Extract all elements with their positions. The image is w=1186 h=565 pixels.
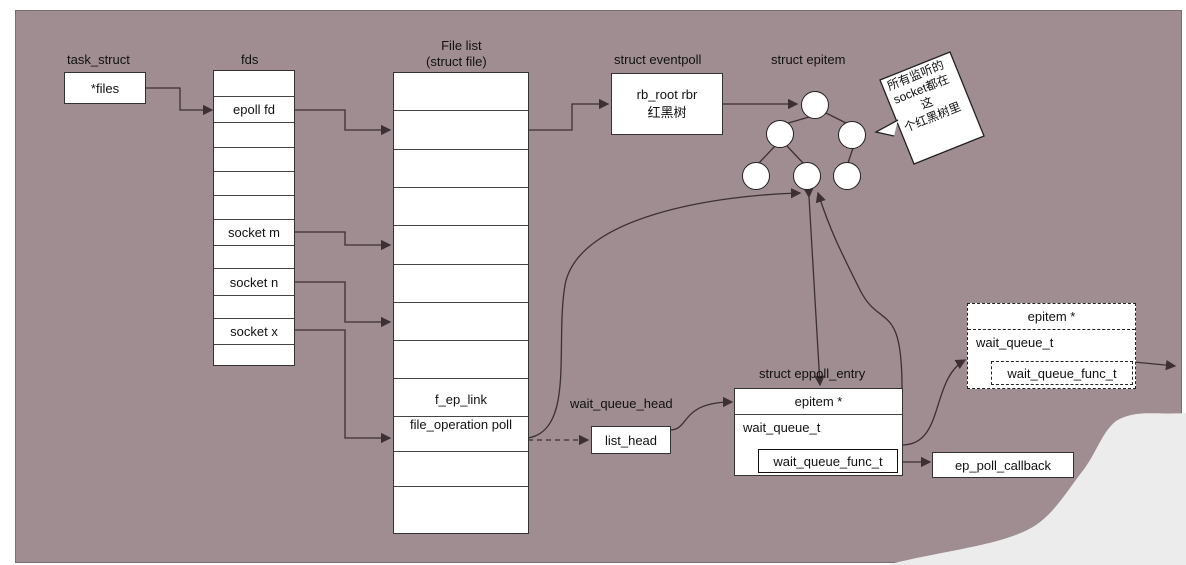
file-operation-poll-label: file_operation poll xyxy=(410,417,512,432)
epitem-tree-title: struct epitem xyxy=(771,52,846,67)
tree-edge xyxy=(786,145,804,164)
arrow-files-to-epollfd xyxy=(145,87,214,116)
fds-row-socket-m: socket m xyxy=(214,220,294,246)
tree-node xyxy=(838,121,866,149)
rbr-label: rb_root rbr xyxy=(636,87,698,102)
eventpoll-box: rb_root rbr 红黑树 xyxy=(611,73,723,135)
epitem-right-label: epitem * xyxy=(1027,309,1076,324)
file-list-title: File list (struct file) xyxy=(426,38,487,70)
epitem-right-wait-queue-row: wait_queue_t xyxy=(968,330,1135,356)
eppoll-wait-queue-row: wait_queue_t xyxy=(735,415,902,441)
eventpoll-title: struct eventpoll xyxy=(614,52,702,67)
rbtree-label: 红黑树 xyxy=(647,105,687,120)
fds-column: epoll fd socket m socket n socket x xyxy=(213,70,295,366)
file-row xyxy=(394,303,528,341)
file-row xyxy=(394,452,528,487)
arrow-eppoll-to-tree xyxy=(815,191,903,389)
eppoll-epitem-label: epitem * xyxy=(794,394,843,409)
fds-row-socket-n: socket n xyxy=(214,269,294,296)
f-ep-link-label: f_ep_link xyxy=(434,392,488,407)
file-row xyxy=(394,150,528,188)
fds-row xyxy=(214,71,294,97)
file-list-column: f_ep_link file_operation poll xyxy=(393,72,529,534)
tree-node xyxy=(742,162,770,190)
fds-row xyxy=(214,196,294,220)
eppoll-wait-queue-label: wait_queue_t xyxy=(743,420,821,435)
file-list-title-line1: File list xyxy=(441,38,482,53)
epoll-fd-label: epoll fd xyxy=(233,102,275,117)
tree-node xyxy=(793,162,821,190)
fds-row xyxy=(214,246,294,269)
file-list-title-line2: (struct file) xyxy=(426,54,487,69)
arrow-listhead-to-eppoll xyxy=(669,396,734,431)
socket-x-label: socket x xyxy=(230,324,278,339)
file-row xyxy=(394,226,528,265)
eppoll-entry-box: epitem * wait_queue_t wait_queue_func_t xyxy=(734,388,903,476)
task-struct-title: task_struct xyxy=(67,52,130,67)
file-row xyxy=(394,487,528,517)
file-row xyxy=(394,341,528,379)
arrow-socketm-to-file xyxy=(294,231,392,251)
wait-queue-head-label: wait_queue_head xyxy=(570,396,673,411)
fds-row xyxy=(214,296,294,319)
arrow-file-to-eventpoll xyxy=(528,98,610,131)
tree-node-root xyxy=(801,91,829,119)
file-row xyxy=(394,111,528,150)
file-row-ep-link: f_ep_link xyxy=(394,379,528,417)
fds-row-socket-x: socket x xyxy=(214,319,294,345)
tree-node xyxy=(833,162,861,190)
fds-row-epoll-fd: epoll fd xyxy=(214,97,294,123)
arrow-tree-to-eppoll xyxy=(803,187,825,387)
socket-m-label: socket m xyxy=(227,225,280,240)
tree-edge xyxy=(758,145,776,164)
ep-poll-callback-box: ep_poll_callback xyxy=(932,452,1074,478)
file-row xyxy=(394,188,528,226)
fds-row xyxy=(214,148,294,172)
tree-edge xyxy=(847,147,854,164)
arrow-epollfd-to-file xyxy=(294,109,392,136)
epitem-right-wait-queue-label: wait_queue_t xyxy=(976,335,1054,350)
epitem-right-row: epitem * xyxy=(968,304,1135,330)
arrow-fep-to-tree xyxy=(527,188,802,439)
callout-shape xyxy=(874,51,985,165)
files-box: *files xyxy=(64,72,146,104)
tree-node xyxy=(766,120,794,148)
fds-row xyxy=(214,172,294,196)
epitem-right-func-box: wait_queue_func_t xyxy=(991,361,1133,385)
fds-title: fds xyxy=(241,52,259,67)
socket-n-label: socket n xyxy=(229,274,279,290)
fds-row xyxy=(214,123,294,148)
epitem-right-box: epitem * wait_queue_t wait_queue_func_t xyxy=(967,303,1136,389)
arrow-socketx-to-file xyxy=(294,329,392,444)
torn-corner xyxy=(886,413,1186,565)
list-head-box: list_head xyxy=(591,426,671,454)
file-row-poll: file_operation poll xyxy=(394,417,528,452)
eppoll-epitem-row: epitem * xyxy=(735,389,902,415)
eppoll-func-box: wait_queue_func_t xyxy=(758,449,898,473)
arrow-socketn-to-file xyxy=(294,281,392,328)
arrow-epitem-right-out xyxy=(1133,359,1177,371)
arrow-eppoll-to-epitem-right xyxy=(901,359,967,446)
fds-row xyxy=(214,345,294,365)
file-row xyxy=(394,265,528,303)
file-row xyxy=(394,73,528,111)
eppoll-entry-title: struct eppoll_entry xyxy=(759,366,866,381)
